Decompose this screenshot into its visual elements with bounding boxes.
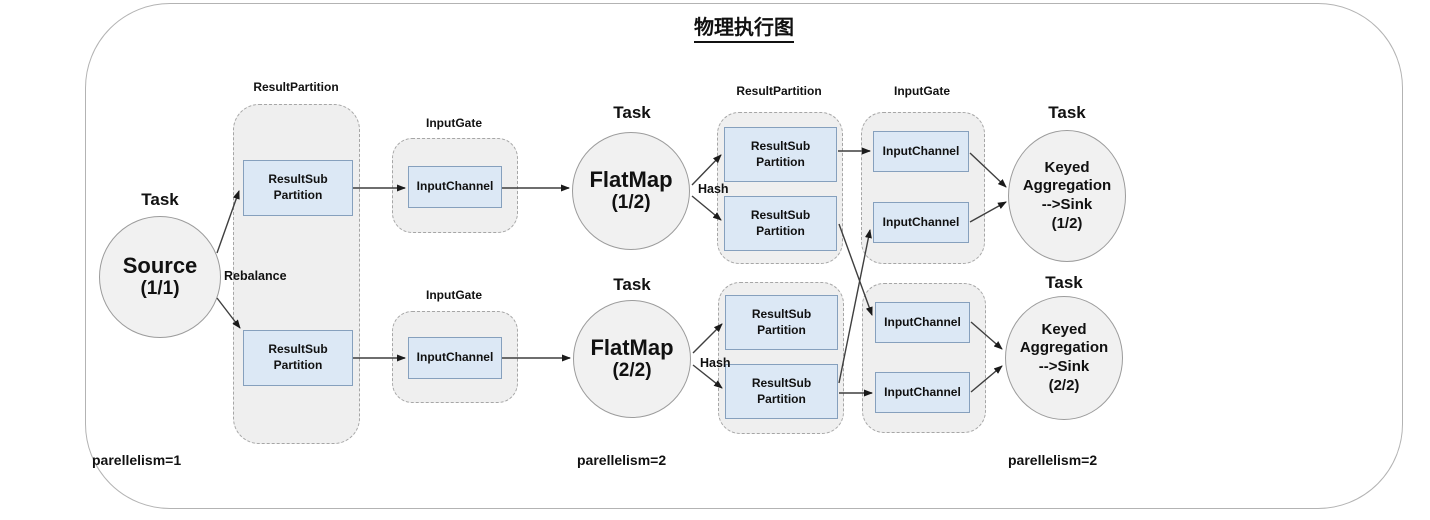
result-sub-partition-flatmap2-2: ResultSub Partition — [725, 364, 838, 419]
input-channel-flatmap2: InputChannel — [408, 337, 502, 379]
result-partition-label-source: ResultPartition — [253, 80, 339, 94]
source-name: Source — [122, 252, 198, 278]
parallelism-label-sink: parellelism=2 — [1008, 452, 1098, 468]
task-label-keyed1: Task — [1048, 103, 1086, 122]
input-gate-label-keyed1: InputGate — [894, 84, 950, 98]
task-node-source: Source (1/1) — [99, 216, 221, 338]
flatmap1-name: FlatMap — [589, 166, 673, 192]
input-gate-label-flatmap1: InputGate — [426, 116, 482, 130]
task-label-source: Task — [141, 190, 179, 209]
result-sub-partition-flatmap1-1: ResultSub Partition — [724, 127, 837, 182]
input-gate-label-flatmap2: InputGate — [426, 288, 482, 302]
task-node-keyed2: Keyed Aggregation -->Sink (2/2) — [1005, 296, 1123, 420]
parallelism-label-source: parellelism=1 — [92, 452, 182, 468]
task-label-flatmap2: Task — [613, 275, 651, 294]
task-node-keyed1: Keyed Aggregation -->Sink (1/2) — [1008, 130, 1126, 262]
task-node-flatmap1: FlatMap (1/2) — [572, 132, 690, 250]
input-channel-keyed1-2: InputChannel — [873, 202, 969, 243]
diagram-title: 物理执行图 — [85, 11, 1403, 43]
task-label-flatmap1: Task — [613, 103, 651, 122]
hash-label-1: Hash — [698, 182, 729, 196]
flatmap2-name: FlatMap — [590, 334, 674, 360]
input-channel-keyed2-2: InputChannel — [875, 372, 970, 413]
hash-label-2: Hash — [700, 356, 731, 370]
rebalance-label: Rebalance — [224, 269, 287, 283]
result-sub-partition-flatmap2-1: ResultSub Partition — [725, 295, 838, 350]
flatmap1-index: (1/2) — [611, 192, 651, 214]
result-sub-partition-source-2: ResultSub Partition — [243, 330, 353, 386]
source-index: (1/1) — [140, 278, 180, 300]
result-sub-partition-flatmap1-2: ResultSub Partition — [724, 196, 837, 251]
result-sub-partition-source-1: ResultSub Partition — [243, 160, 353, 216]
result-partition-label-flatmap: ResultPartition — [736, 84, 822, 98]
flatmap2-index: (2/2) — [612, 360, 652, 382]
task-node-flatmap2: FlatMap (2/2) — [573, 300, 691, 418]
input-channel-keyed1-1: InputChannel — [873, 131, 969, 172]
parallelism-label-flatmap: parellelism=2 — [577, 452, 667, 468]
input-channel-keyed2-1: InputChannel — [875, 302, 970, 343]
task-label-keyed2: Task — [1045, 273, 1083, 292]
input-channel-flatmap1: InputChannel — [408, 166, 502, 208]
